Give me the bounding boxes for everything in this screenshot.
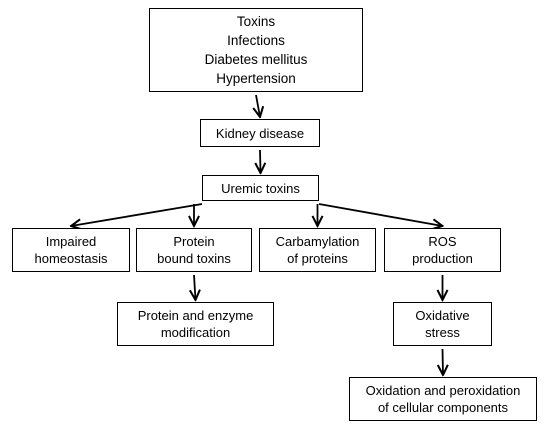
protein-bound-toxins-line: Protein: [173, 234, 215, 249]
kidney-disease-label: Kidney disease: [215, 125, 305, 141]
oxidative-stress-box: Oxidative stress: [393, 302, 492, 346]
arrow-causes-to-kidney-disease: [256, 94, 260, 117]
causes-box: Toxins Infections Diabetes mellitus Hype…: [149, 8, 363, 92]
uremic-toxins-label: Uremic toxins: [221, 180, 300, 196]
oxidation-peroxidation-line: of cellular components: [377, 400, 509, 415]
protein-enzyme-modification-line: Protein and enzyme: [137, 308, 254, 323]
arrow-uremic-toxins-to-ros-production: [318, 203, 443, 226]
ros-production-box: ROS production: [384, 228, 501, 272]
oxidation-peroxidation-box: Oxidation and peroxidation of cellular c…: [349, 377, 537, 421]
kidney-disease-box: Kidney disease: [200, 119, 320, 147]
uremic-toxins-box: Uremic toxins: [202, 175, 319, 201]
impaired-homeostasis-box: Impaired homeostasis: [12, 228, 130, 272]
arrow-protein-bound-toxins-to-protein-enzyme-modification: [194, 274, 196, 300]
arrow-uremic-toxins-to-impaired-homeostasis: [71, 203, 203, 226]
impaired-homeostasis-line: homeostasis: [34, 251, 108, 266]
carbamylation-line: of proteins: [287, 251, 348, 266]
causes-line: Infections: [227, 33, 285, 48]
causes-line: Toxins: [236, 14, 276, 29]
carbamylation-box: Carbamylation of proteins: [259, 228, 376, 272]
oxidative-stress-line: stress: [425, 325, 460, 340]
carbamylation-line: Carbamylation: [275, 234, 360, 249]
protein-bound-toxins-line: bound toxins: [157, 251, 231, 266]
causes-line: Diabetes mellitus: [204, 52, 308, 67]
protein-enzyme-modification-line: modification: [160, 325, 231, 340]
causes-line: Hypertension: [216, 71, 296, 86]
protein-enzyme-modification-box: Protein and enzyme modification: [117, 302, 274, 346]
protein-bound-toxins-box: Protein bound toxins: [136, 228, 252, 272]
ros-production-line: production: [412, 251, 473, 266]
arrow-oxidative-stress-to-oxidation-peroxidation: [443, 348, 444, 375]
impaired-homeostasis-line: Impaired: [45, 234, 97, 249]
oxidation-peroxidation-line: Oxidation and peroxidation: [365, 383, 521, 398]
arrow-kidney-disease-to-uremic-toxins: [260, 149, 261, 173]
oxidative-stress-line: Oxidative: [415, 308, 470, 323]
ros-production-line: ROS: [428, 234, 457, 249]
